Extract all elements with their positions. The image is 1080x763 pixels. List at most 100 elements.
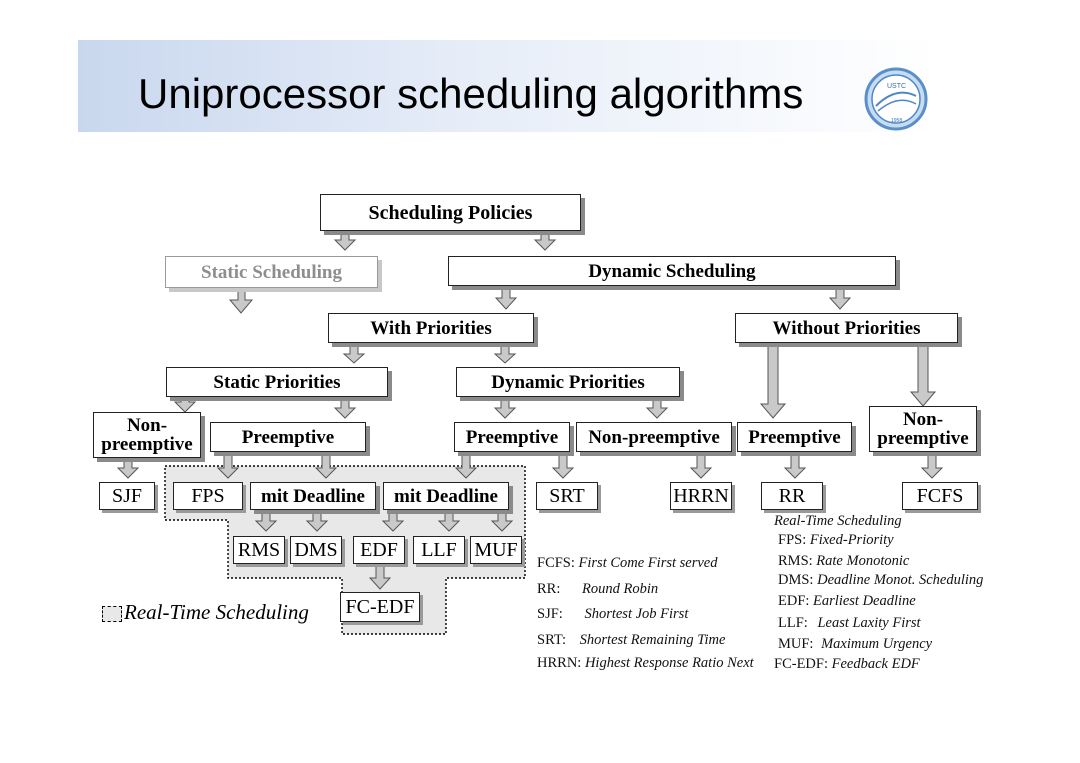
node-label-line1: Non- [126, 415, 168, 436]
legend-desc: Shortest Job First [584, 606, 689, 622]
arrow-with-static [342, 342, 366, 364]
node-non-preemptive-without: Non- preemptive [869, 406, 977, 452]
title-banner [78, 40, 938, 132]
legend-abbr: SRT: [537, 632, 567, 648]
legend-right-item: LLF: Least Laxity First [778, 616, 921, 631]
node-label-line2: preemptive [877, 428, 969, 449]
arrow-mit2-llf [437, 509, 461, 532]
legend-desc: Highest Response Ratio Next [584, 655, 754, 671]
arrow-mit2-muf [490, 509, 514, 532]
arrow-without-preemptive [759, 342, 787, 419]
legend-abbr: SJF: [537, 606, 563, 622]
arrow-mit-rms [254, 509, 278, 532]
arrow-root-dynamic [533, 230, 557, 251]
node-preemptive-dynamic: Preemptive [454, 422, 570, 452]
legend-desc: Deadline Monot. Scheduling [817, 572, 984, 588]
arrow-dynamic-nonpre [645, 396, 669, 419]
legend-abbr: LLF: [778, 615, 808, 631]
node-preemptive-without: Preemptive [737, 422, 852, 452]
legend-left-item: SJF: Shortest Job First [537, 607, 688, 622]
arrow-static-pre [333, 396, 357, 419]
legend-desc: Rate Monotonic [816, 553, 910, 569]
legend-abbr: FCFS: [537, 555, 575, 571]
arrow-with-dynamic [493, 342, 517, 364]
node-fc-edf: FC-EDF [340, 592, 420, 622]
arrow-nonpre-fcfs [920, 451, 944, 479]
node-llf: LLF [413, 536, 465, 564]
node-rr: RR [761, 482, 823, 510]
node-label-line2: preemptive [101, 434, 193, 455]
arrows [116, 230, 944, 590]
node-dynamic-priorities: Dynamic Priorities [456, 367, 680, 397]
arrow-dynamic-pre [493, 396, 517, 419]
node-with-priorities: With Priorities [328, 313, 534, 343]
legend-desc: Round Robin [582, 581, 659, 597]
node-mit-deadline-1: mit Deadline [250, 482, 376, 510]
arrow-dpre-srt [551, 451, 575, 479]
legend-desc: Least Laxity First [817, 615, 921, 631]
arrow-edf-fcedf [368, 563, 392, 590]
realtime-legend-swatch [102, 606, 122, 622]
realtime-legend-label: Real-Time Scheduling [124, 600, 309, 624]
arrow-dnonpre-hrrn [689, 451, 713, 479]
node-preemptive-static: Preemptive [210, 422, 366, 452]
legend-abbr: HRRN: [537, 655, 582, 671]
legend-right-item: FPS: Fixed-Priority [778, 533, 894, 548]
node-srt: SRT [536, 482, 598, 510]
arrow-mit2-edf [381, 509, 405, 532]
legend-abbr: MUF: [778, 636, 814, 652]
legend-desc: First Come First served [578, 555, 718, 571]
legend-right-item: FC-EDF: Feedback EDF [774, 657, 920, 672]
arrow-dpre-mit [454, 451, 478, 479]
arrow-without-nonpreemptive [909, 342, 937, 407]
legend-desc: Maximum Urgency [821, 636, 933, 652]
legend-right-title: Real-Time Scheduling [774, 513, 902, 529]
legend-left-item: HRRN: Highest Response Ratio Next [537, 656, 754, 671]
arrow-pre-fps [216, 451, 240, 479]
arrow-pre-mit [314, 451, 338, 479]
legend-desc: Shortest Remaining Time [579, 632, 726, 648]
node-dms: DMS [290, 536, 342, 564]
node-label-line1: Non- [902, 409, 944, 430]
legend-abbr: FC-EDF: [774, 656, 828, 672]
legend-left-item: FCFS: First Come First served [537, 556, 717, 571]
node-static-priorities: Static Priorities [166, 367, 388, 397]
legend-abbr: RMS: [778, 553, 813, 569]
logo-year: 1958 [891, 118, 902, 124]
arrow-mit-dms [305, 509, 329, 532]
legend-desc: Fixed-Priority [809, 532, 894, 548]
node-dynamic-scheduling: Dynamic Scheduling [448, 256, 896, 286]
arrow-root-static [333, 230, 357, 251]
node-scheduling-policies: Scheduling Policies [320, 194, 581, 231]
legend-abbr: FPS: [778, 532, 807, 548]
legend-abbr: EDF: [778, 593, 810, 609]
node-mit-deadline-2: mit Deadline [383, 482, 509, 510]
arrow-static-nonpre [173, 396, 197, 413]
logo-text: USTC [887, 83, 906, 90]
node-non-preemptive-dynamic: Non-preemptive [576, 422, 732, 452]
node-non-preemptive-static: Non- preemptive [93, 412, 201, 458]
legend-desc: Earliest Deadline [813, 593, 916, 609]
legend-left-item: RR: Round Robin [537, 582, 658, 597]
arrow-static-down [228, 287, 254, 314]
node-rms: RMS [233, 536, 285, 564]
node-fcfs: FCFS [902, 482, 978, 510]
node-static-scheduling: Static Scheduling [165, 256, 378, 288]
ustc-logo-icon: USTC 1958 [864, 67, 928, 131]
node-edf: EDF [353, 536, 405, 564]
legend-right-item: RMS: Rate Monotonic [778, 554, 909, 569]
node-without-priorities: Without Priorities [735, 313, 958, 343]
node-hrrn: HRRN [670, 482, 732, 510]
legend-left-item: SRT: Shortest Remaining Time [537, 633, 725, 648]
legend-right-item: MUF: Maximum Urgency [778, 637, 932, 652]
arrow-dyn-with [494, 285, 518, 310]
page-title: Uniprocessor scheduling algorithms [138, 70, 804, 117]
node-sjf: SJF [99, 482, 155, 510]
legend-desc: Feedback EDF [831, 656, 920, 672]
legend-right-item: DMS: Deadline Monot. Scheduling [778, 573, 983, 588]
legend-right-item: EDF: Earliest Deadline [778, 594, 916, 609]
arrow-nonpre-sjf [116, 457, 140, 479]
node-fps: FPS [173, 482, 243, 510]
node-muf: MUF [470, 536, 522, 564]
